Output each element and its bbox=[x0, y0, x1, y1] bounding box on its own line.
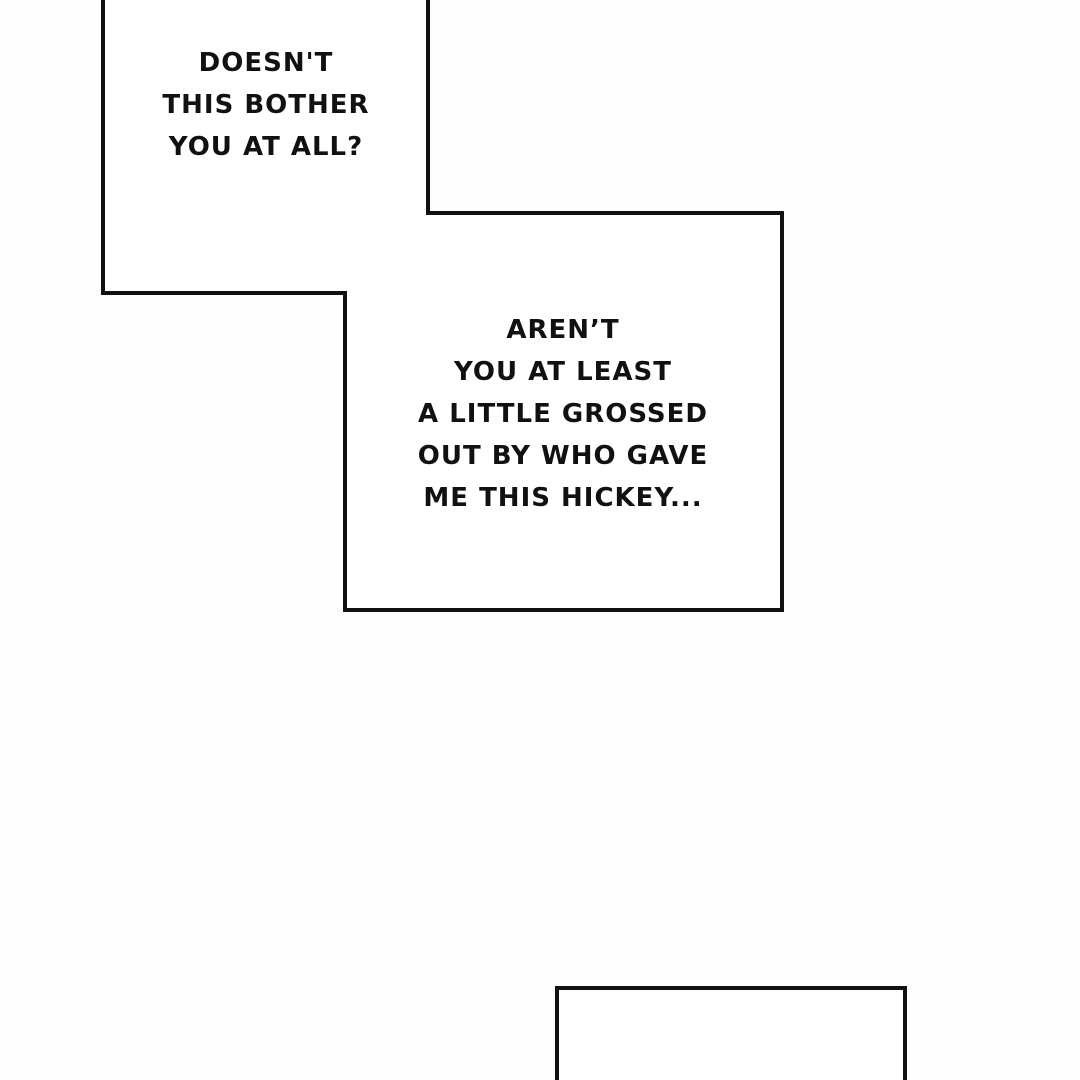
merged-caption-box bbox=[101, 0, 784, 612]
caption-line: ME THIS HICKEY... bbox=[423, 483, 703, 513]
caption-line: OUT BY WHO GAVE bbox=[417, 441, 709, 471]
next-caption-box bbox=[555, 986, 907, 1080]
caption-text-1: DOESN'T THIS BOTHER YOU AT ALL? bbox=[162, 42, 369, 168]
caption-line: YOU AT ALL? bbox=[168, 132, 364, 162]
caption-line: AREN’T bbox=[506, 315, 620, 345]
caption-line: A LITTLE GROSSED bbox=[418, 399, 708, 429]
caption-line: THIS BOTHER bbox=[162, 90, 370, 120]
caption-text-2: AREN’T YOU AT LEAST A LITTLE GROSSED OUT… bbox=[418, 309, 708, 519]
caption-line: DOESN'T bbox=[198, 48, 334, 78]
caption-line: YOU AT LEAST bbox=[454, 357, 672, 387]
